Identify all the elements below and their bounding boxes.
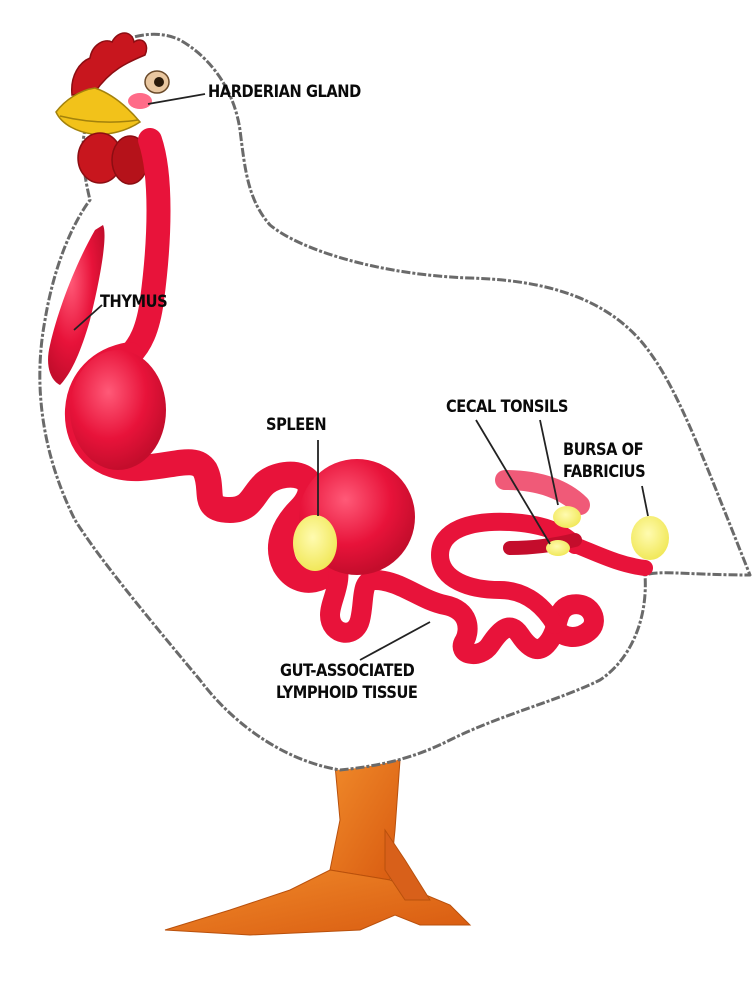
label-cecal-tonsils: CECAL TONSILS bbox=[446, 397, 568, 418]
cecal-tonsil-upper bbox=[553, 506, 581, 528]
wattles bbox=[78, 133, 148, 184]
label-thymus: THYMUS bbox=[100, 292, 167, 313]
crop bbox=[70, 350, 166, 470]
label-spleen: SPLEEN bbox=[266, 415, 326, 436]
label-galt-line2: LYMPHOID TISSUE bbox=[276, 683, 417, 704]
label-bursa-line2: FABRICIUS bbox=[563, 462, 645, 483]
harderian-gland bbox=[128, 93, 152, 109]
bursa-of-fabricius bbox=[631, 516, 669, 560]
legs bbox=[165, 760, 470, 935]
eye bbox=[145, 71, 169, 93]
label-galt-line1: GUT-ASSOCIATED bbox=[280, 661, 414, 682]
label-bursa-line1: BURSA OF bbox=[563, 440, 643, 461]
spleen bbox=[293, 515, 337, 571]
label-harderian-gland: HARDERIAN GLAND bbox=[208, 82, 361, 103]
